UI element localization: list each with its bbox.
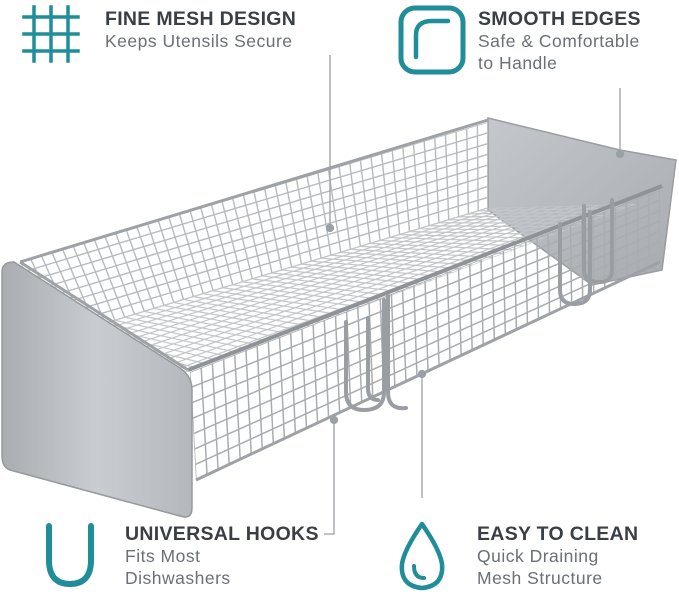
hooks-title: UNIVERSAL HOOKS: [125, 523, 319, 545]
basket-hooks: [344, 198, 614, 413]
clean-desc-line-1: Quick Draining: [477, 546, 599, 566]
mesh-title: FINE MESH DESIGN: [105, 8, 297, 30]
clean-title: EASY TO CLEAN: [477, 523, 639, 545]
hooks-desc-line-2: Dishwashers: [125, 568, 231, 588]
hooks-leader-line: [324, 420, 335, 535]
hooks-desc-line-1: Fits Most: [125, 546, 201, 566]
grid-icon: [22, 5, 80, 63]
rounded-corner-icon: [398, 5, 466, 75]
edges-desc-line-1: Safe & Comfortable: [478, 31, 640, 51]
u-hook-icon: [46, 523, 94, 588]
floor-mesh: [56, 204, 636, 372]
edges-desc-line-2: to Handle: [478, 53, 558, 73]
edges-title: SMOOTH EDGES: [478, 8, 641, 30]
water-drop-icon: [399, 521, 445, 591]
clean-desc-line-2: Mesh Structure: [477, 568, 603, 588]
mesh-desc-line-1: Keeps Utensils Secure: [105, 31, 293, 51]
